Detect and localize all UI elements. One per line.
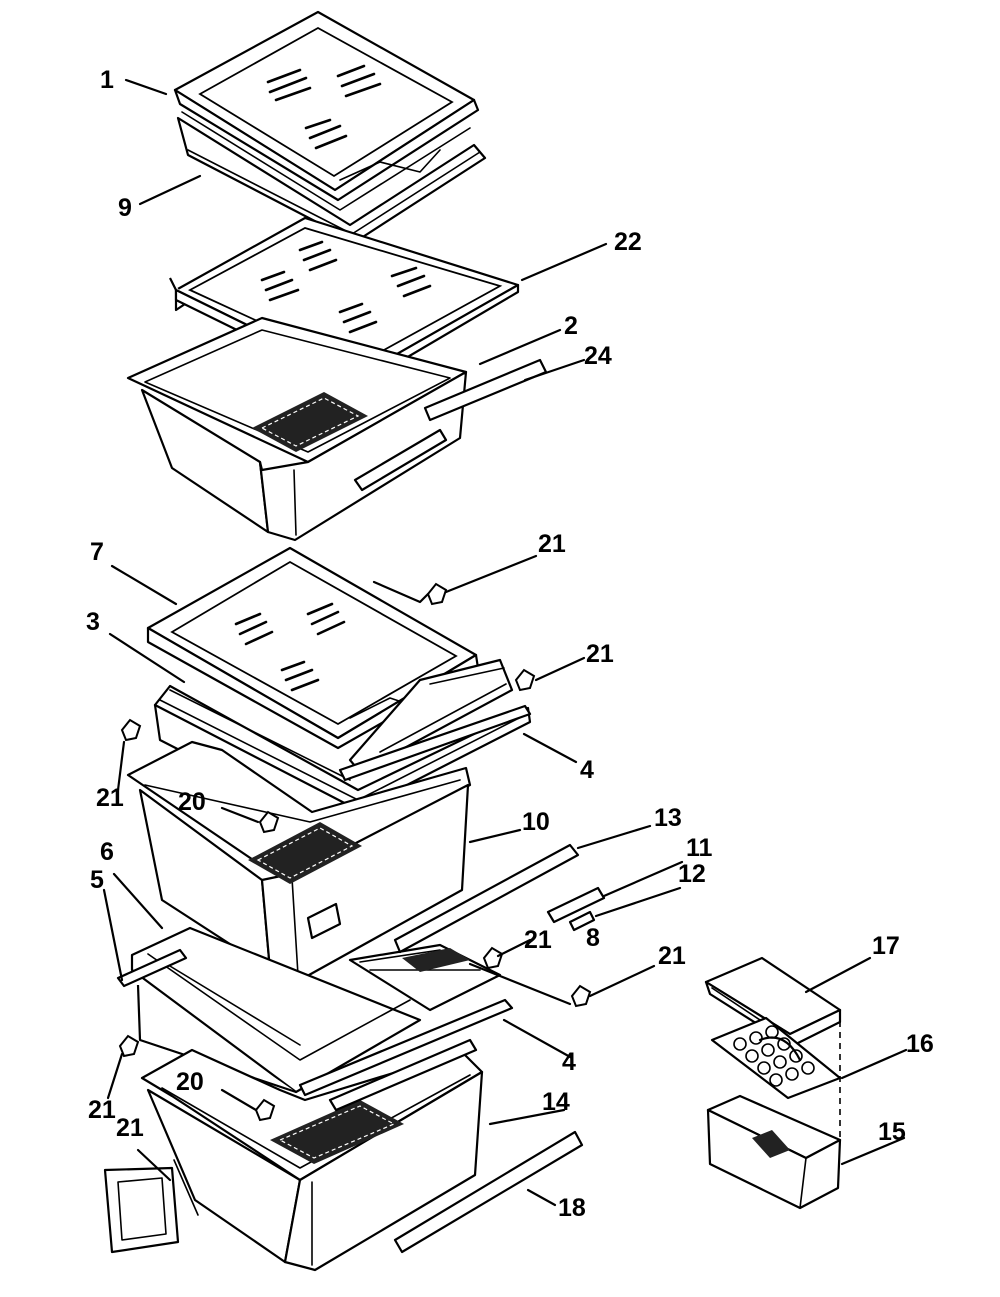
callout-13: 13 — [654, 804, 682, 832]
panel-18 — [103, 1159, 199, 1254]
callout-21: 21 — [524, 926, 552, 954]
callout-9: 9 — [118, 194, 132, 222]
callout-6: 6 — [100, 838, 114, 866]
top-shelf-assembly — [173, 10, 487, 244]
callout-21: 21 — [88, 1096, 116, 1124]
glass-cover-22 — [169, 216, 520, 390]
callout-1: 1 — [100, 66, 114, 94]
callout-11: 11 — [686, 834, 713, 862]
callout-21: 21 — [538, 530, 566, 558]
callout-21: 21 — [586, 640, 614, 668]
callout-14: 14 — [542, 1088, 570, 1116]
callout-3: 3 — [86, 608, 100, 636]
callout-16: 16 — [906, 1030, 934, 1058]
callout-20: 20 — [178, 788, 206, 816]
callout-12: 12 — [678, 860, 706, 888]
glass-reflection-marks — [266, 64, 382, 150]
egg-tray-assembly — [704, 956, 842, 1210]
callout-4: 4 — [580, 756, 594, 784]
callout-21: 21 — [658, 942, 686, 970]
upper-crisper-drawer — [126, 316, 548, 542]
callout-2: 2 — [564, 312, 578, 340]
callout-20: 20 — [176, 1068, 204, 1096]
clip-parts — [118, 582, 592, 1122]
callout-7: 7 — [90, 538, 104, 566]
middle-crisper-drawer — [126, 740, 472, 982]
callout-5: 5 — [90, 866, 104, 894]
leader-lines — [102, 78, 908, 1207]
bottom-crisper-drawer — [140, 1038, 584, 1272]
callout-19: 18 — [558, 1194, 586, 1222]
callout-labels: 1 9 22 2 24 7 21 3 21 21 4 21 20 10 13 1… — [86, 66, 934, 1222]
callout-18: 21 — [116, 1114, 144, 1142]
bottom-shelf-assembly — [116, 843, 606, 1097]
callout-8: 8 — [586, 924, 600, 952]
callout-22: 22 — [614, 228, 642, 256]
callout-24: 24 — [584, 342, 612, 370]
callout-17: 17 — [872, 932, 900, 960]
callout-10: 10 — [522, 808, 550, 836]
callout-4: 4 — [562, 1048, 576, 1076]
callout-21: 21 — [96, 784, 124, 812]
callout-15: 15 — [878, 1118, 906, 1146]
